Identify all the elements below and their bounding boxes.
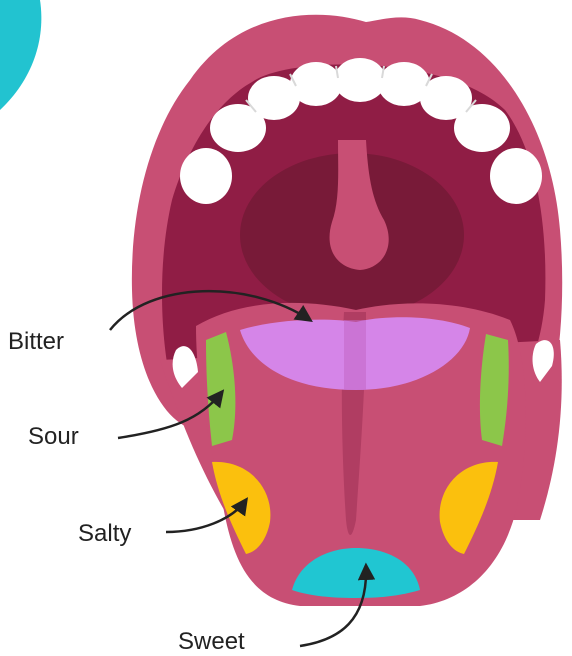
sweet-label: Sweet [178, 630, 245, 654]
bitter-label: Bitter [8, 330, 64, 354]
corner-accent-shape [0, 0, 41, 110]
sour-zone-right [480, 334, 509, 446]
bitter-zone-groove-overlay [344, 320, 366, 390]
sour-label: Sour [28, 425, 79, 449]
salty-label: Salty [78, 522, 131, 546]
